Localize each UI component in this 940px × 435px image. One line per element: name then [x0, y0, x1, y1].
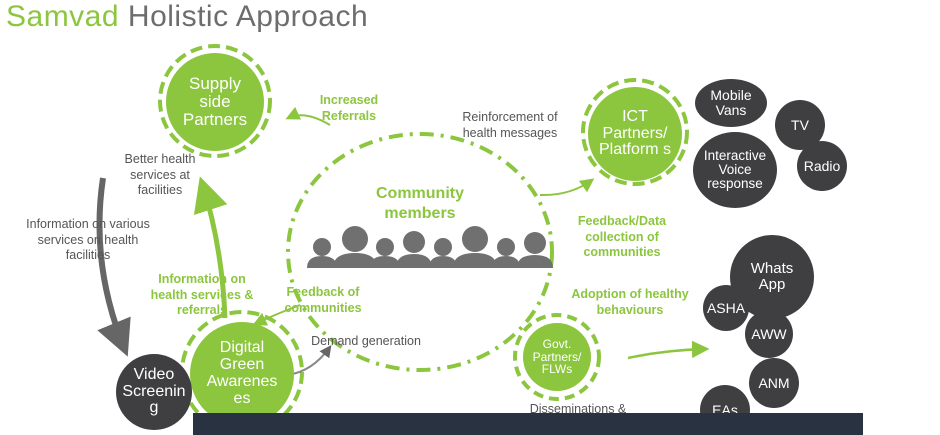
video-screening-label: Video Screenin g [122, 365, 186, 417]
info-health-services-label: Information on health services & referra… [150, 272, 254, 318]
community-label: Community members [365, 184, 475, 224]
ivr-label: Interactive Voice response [703, 147, 767, 192]
bottom-bar [193, 413, 863, 435]
digital-green-label: Digital Green Awarenes es [206, 339, 278, 407]
increased-referrals-label: Increased Referrals [319, 93, 379, 123]
govt-partners-node: Govt. Partners/ FLWs [523, 323, 591, 391]
video-screening-node: Video Screenin g [116, 354, 192, 430]
supply-side-partners-node: Supply side Partners [166, 53, 264, 151]
arrow-info-health [193, 176, 228, 319]
mobile-vans-node: Mobile Vans [695, 79, 767, 127]
arrow-adoption [627, 340, 710, 360]
whatsapp-label: Whats App [750, 260, 794, 293]
adoption-label: Adoption of healthy behaviours [571, 287, 689, 317]
arrow-increased-referrals [285, 106, 331, 126]
tv-label: TV [791, 116, 809, 133]
aww-label: AWW [751, 325, 787, 342]
ict-partners-label: ICT Partners/ Platform s [598, 107, 671, 159]
digital-green-node: Digital Green Awarenes es [190, 322, 294, 426]
page-title: Samvad Holistic Approach [6, 0, 368, 34]
anm-label: ANM [758, 374, 790, 391]
radio-node: Radio [797, 141, 847, 191]
govt-partners-label: Govt. Partners/ FLWs [532, 337, 582, 377]
community-label-line2: members [384, 205, 456, 222]
arrow-reinforcement [539, 178, 595, 197]
title-brand: Samvad [6, 0, 120, 33]
community-cycle [286, 132, 554, 372]
radio-label: Radio [803, 157, 841, 174]
ict-ring [581, 78, 689, 186]
aww-node: AWW [745, 310, 793, 358]
title-rest: Holistic Approach [119, 0, 369, 33]
better-health-label: Better health services at facilities [124, 152, 196, 198]
reinforcement-label: Reinforcement of health messages [462, 110, 558, 140]
mobile-vans-label: Mobile Vans [710, 87, 752, 118]
arrow-feedback-communities [252, 304, 301, 326]
feedback-data-label: Feedback/Data collection of communities [577, 214, 667, 260]
supply-side-partners-label: Supply side Partners [182, 74, 248, 129]
arrow-info-various [96, 177, 131, 357]
asha-label: ASHA [706, 299, 746, 316]
community-label-line1: Community [376, 185, 464, 202]
anm-node: ANM [749, 358, 799, 408]
supply-ring [158, 44, 272, 158]
ict-partners-node: ICT Partners/ Platform s [588, 87, 682, 181]
feedback-communities-label: Feedback of communities [284, 285, 362, 315]
demand-generation-label: Demand generation [311, 334, 421, 348]
community-people-icon [307, 226, 553, 268]
asha-node: ASHA [703, 285, 749, 331]
disseminations-label: Disseminations & [529, 402, 627, 416]
info-various-label: Information on various services on healt… [26, 217, 150, 263]
govt-ring [513, 313, 601, 401]
ivr-node: Interactive Voice response [693, 132, 777, 208]
